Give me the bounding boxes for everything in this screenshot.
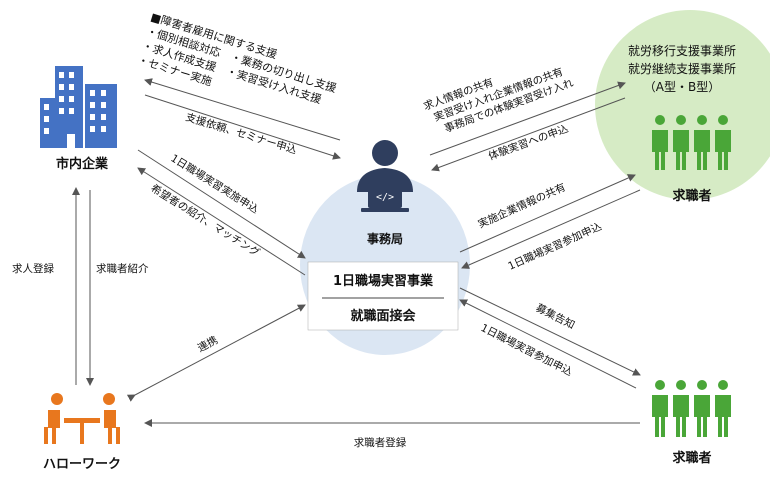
program-label: 1日職場実習事業 — [333, 273, 434, 289]
arrow-company-info-to-seekers — [459, 174, 636, 253]
arrow-apply-to-program — [137, 149, 306, 259]
arrow-participate-bottom-to-program — [459, 299, 637, 389]
staff-at-laptop-icon — [357, 140, 413, 212]
seeker-bottom-label: 求職者 — [672, 450, 711, 466]
info-share-list: 求人情報の共有 実習受け入れ企業情報の共有 事務局での体験実習受け入れ — [422, 65, 576, 135]
seeker-referral-label: 求職者紹介 — [96, 262, 149, 275]
arrow-cooperation — [126, 304, 306, 402]
arrow-matching-to-company — [137, 167, 306, 276]
office-label: 事務局 — [367, 231, 403, 246]
support-list: ■障害者雇用に関する支援 ・個別相談対応 ・業務の切り出し支援 ・求人作成支援 … — [136, 9, 338, 106]
interview-label: 就職面接会 — [350, 308, 416, 324]
company-info-share-label: 実施企業情報の共有 — [476, 180, 568, 230]
people-group-icon — [652, 380, 731, 437]
arrow-info-to-facility — [429, 81, 626, 156]
arrow-trial-to-office — [431, 97, 626, 172]
job-posting-label: 求人登録 — [12, 262, 54, 275]
seeker-register-label: 求職者登録 — [354, 436, 407, 449]
code-glyph: </> — [376, 192, 394, 203]
arrow-participate-to-program — [461, 189, 641, 269]
company-label: 市内企業 — [56, 156, 109, 172]
people-group-icon — [652, 115, 731, 170]
program-box — [307, 261, 459, 331]
arrow-recruit-to-seekers — [459, 287, 641, 376]
office-building-icon — [40, 66, 117, 148]
trial-apply-label: 体験実習への申込 — [487, 122, 571, 163]
hellowork-label: ハローワーク — [43, 457, 121, 472]
support-facility-line-3: （A型・B型） — [644, 80, 720, 94]
seeker-top-label: 求職者 — [672, 188, 711, 204]
support-circle — [595, 10, 770, 200]
support-facility-line-2: 就労継続支援事業所 — [628, 61, 736, 76]
meeting-table-icon — [44, 393, 120, 444]
arrow-support-to-company — [144, 78, 341, 141]
support-facility-line-1: 就労移行支援事業所 — [628, 44, 736, 58]
support-request-label: 支援依頼、セミナー申込 — [184, 110, 299, 156]
arrow-request-to-office — [144, 94, 341, 160]
